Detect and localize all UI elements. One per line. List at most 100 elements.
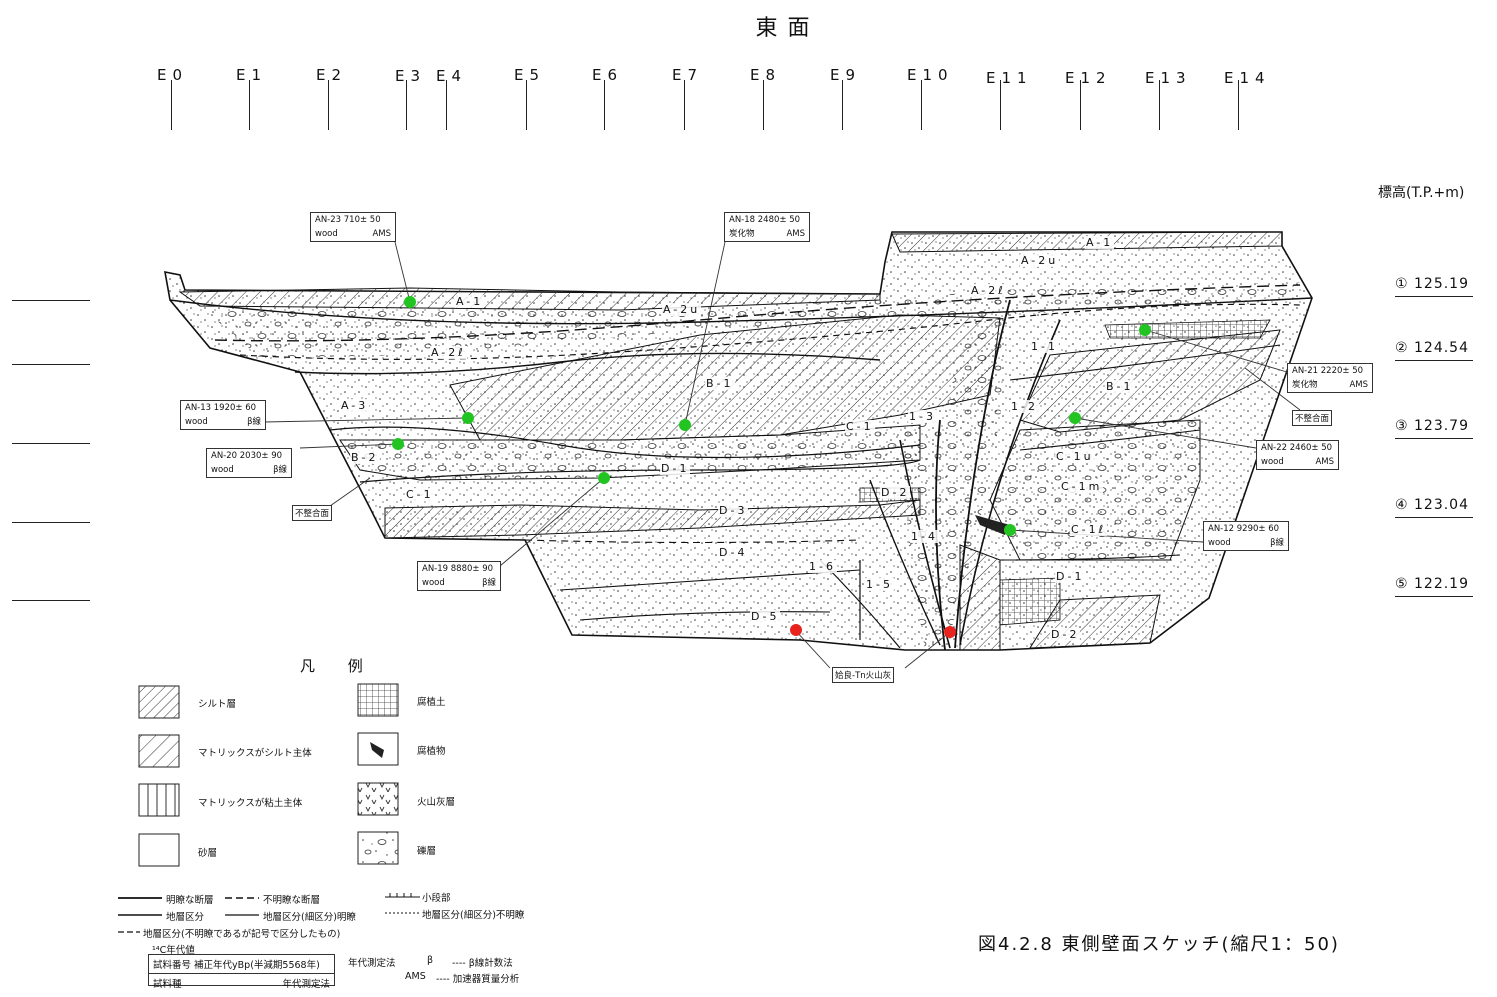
unconformity-label-right: 不整合面 bbox=[1292, 410, 1333, 426]
unit-label: 1-2 bbox=[1010, 400, 1039, 413]
sample-material: wood bbox=[185, 416, 208, 427]
key-sample-type: 試料種 bbox=[153, 979, 182, 990]
sample-point bbox=[462, 412, 474, 424]
tephra-point bbox=[944, 626, 956, 638]
legend-item-clay-matrix: マトリックスが粘土主体 bbox=[198, 798, 303, 809]
unit-label: A-3 bbox=[340, 399, 370, 412]
tephra-label: 姶良-Tn火山灰 bbox=[832, 667, 895, 683]
unit-label: 1-4 bbox=[910, 530, 939, 543]
method-title: 年代測定法 bbox=[348, 958, 396, 969]
elevation-level-2: ② 124.54 bbox=[1395, 340, 1473, 361]
legend-item-sand: 砂層 bbox=[198, 848, 218, 859]
elevation-title: 標高(T.P.+m) bbox=[1378, 185, 1465, 201]
sample-method: AMS bbox=[786, 228, 805, 239]
unit-label: A-1 bbox=[455, 295, 485, 308]
sample-id: AN-12 9290± 60 bbox=[1208, 524, 1280, 534]
grid-tick bbox=[526, 80, 527, 130]
sample-label-an20: AN-20 2030± 90 wood β線 bbox=[206, 448, 292, 478]
unit-label: D-1 bbox=[1055, 570, 1086, 583]
sample-id: AN-13 1920± 60 bbox=[185, 403, 257, 413]
unit-label: A-2u bbox=[1020, 254, 1060, 267]
sample-method: β線 bbox=[273, 464, 287, 475]
sample-point bbox=[598, 472, 610, 484]
sample-material: 炭化物 bbox=[1292, 379, 1318, 390]
legend-line-subdivision-clear: 地層区分(細区分)明瞭 bbox=[263, 912, 356, 923]
unit-label: D-3 bbox=[718, 504, 749, 517]
grid-label-e9: E9 bbox=[830, 66, 862, 84]
grid-label-e14: E14 bbox=[1224, 69, 1271, 87]
legend-item-humus-soil: 腐植土 bbox=[417, 697, 446, 708]
sample-label-key: 試料番号 補正年代yBp(半減期5568年) 試料種 年代測定法 bbox=[148, 954, 335, 990]
legend-item-gravel: 礫層 bbox=[417, 846, 437, 857]
unit-label: C-1u bbox=[1055, 450, 1095, 463]
tephra-point bbox=[790, 624, 802, 636]
grid-tick bbox=[1159, 80, 1160, 130]
sample-material: wood bbox=[211, 464, 234, 475]
elevation-marker-left bbox=[12, 600, 90, 601]
elevation-level-5: ⑤ 122.19 bbox=[1395, 576, 1473, 597]
legend-line-step: 小段部 bbox=[422, 893, 451, 904]
unit-label: B-1 bbox=[1105, 380, 1135, 393]
legend-item-silt: シルト層 bbox=[198, 699, 237, 710]
grid-label-e2: E2 bbox=[316, 66, 348, 84]
sample-method: β線 bbox=[1270, 537, 1284, 548]
sample-material: wood bbox=[422, 577, 445, 588]
sample-id: AN-23 710± 50 bbox=[315, 215, 381, 225]
unit-label: 1-5 bbox=[865, 578, 894, 591]
sample-material: 炭化物 bbox=[729, 228, 755, 239]
legend-c14-title: ¹⁴C年代値 bbox=[152, 945, 195, 956]
grid-tick bbox=[684, 80, 685, 130]
grid-label-e7: E7 bbox=[672, 66, 704, 84]
elevation-marker-left bbox=[12, 522, 90, 523]
sample-point bbox=[404, 296, 416, 308]
unit-label: 1-3 bbox=[908, 410, 937, 423]
unit-label: D-2 bbox=[1050, 628, 1081, 641]
unit-label: A-2ℓ bbox=[430, 346, 467, 359]
legend-item-humus-matter: 腐植物 bbox=[417, 746, 446, 757]
unit-label: D-5 bbox=[750, 610, 781, 623]
grid-label-e10: E10 bbox=[907, 66, 954, 84]
sample-point bbox=[1069, 412, 1081, 424]
unit-label: B-1 bbox=[705, 377, 735, 390]
method-beta: β bbox=[427, 955, 434, 966]
sample-material: wood bbox=[315, 228, 338, 239]
unit-label: 1-6 bbox=[808, 560, 837, 573]
legend-line-division: 地層区分 bbox=[166, 912, 205, 923]
key-row-1: 試料番号 補正年代yBp(半減期5568年) bbox=[149, 955, 334, 974]
sample-method: AMS bbox=[1349, 379, 1368, 390]
key-method: 年代測定法 bbox=[282, 979, 330, 990]
method-ams: AMS bbox=[405, 971, 426, 982]
unit-label: A-2u bbox=[662, 303, 702, 316]
elevation-level-3: ③ 123.79 bbox=[1395, 418, 1473, 439]
grid-tick bbox=[921, 80, 922, 130]
sample-id: AN-20 2030± 90 bbox=[211, 451, 283, 461]
unit-label: 1-1 bbox=[1030, 340, 1059, 353]
method-ams-desc: ---- 加速器質量分析 bbox=[436, 974, 520, 985]
grid-tick bbox=[763, 80, 764, 130]
grid-label-e6: E6 bbox=[592, 66, 624, 84]
sample-point bbox=[679, 419, 691, 431]
sample-id: AN-19 8880± 90 bbox=[422, 564, 494, 574]
grid-label-e11: E11 bbox=[986, 69, 1033, 87]
sample-point bbox=[1004, 524, 1016, 536]
sample-method: β線 bbox=[482, 577, 496, 588]
diagram-title: 東面 bbox=[755, 16, 820, 41]
unit-label: B-2 bbox=[350, 451, 380, 464]
grid-label-e5: E5 bbox=[514, 66, 546, 84]
legend-title: 凡 例 bbox=[300, 657, 377, 675]
unit-label: D-2 bbox=[880, 486, 911, 499]
sample-material: wood bbox=[1208, 537, 1231, 548]
grid-label-e12: E12 bbox=[1065, 69, 1112, 87]
sample-point bbox=[1139, 324, 1151, 336]
sample-material: wood bbox=[1261, 456, 1284, 467]
sample-id: AN-22 2460± 50 bbox=[1261, 443, 1333, 453]
grid-label-e13: E13 bbox=[1145, 69, 1192, 87]
legend-item-volcanic-ash: 火山灰層 bbox=[417, 797, 456, 808]
sample-method: AMS bbox=[1315, 456, 1334, 467]
key-row-2: 試料種 年代測定法 bbox=[149, 974, 334, 992]
